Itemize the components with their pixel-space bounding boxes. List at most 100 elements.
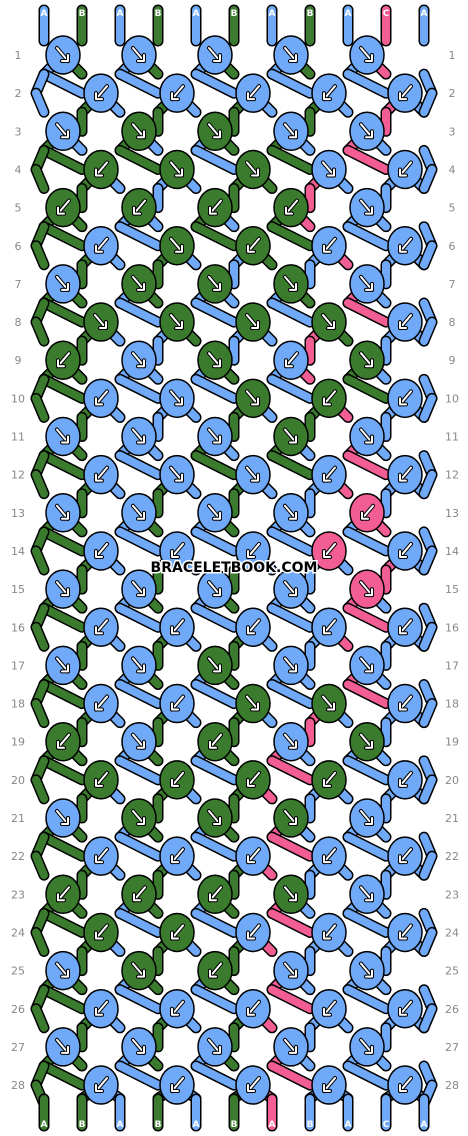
string-label-bottom: A [345, 1120, 352, 1130]
knot [45, 264, 81, 304]
strand [192, 756, 238, 784]
knot [273, 340, 309, 380]
strand [40, 375, 86, 403]
strand [40, 604, 86, 632]
row-label-right: 2 [449, 87, 456, 100]
row-label-left: 8 [15, 316, 22, 329]
knot [83, 607, 119, 647]
strand [344, 604, 390, 632]
knot [197, 416, 233, 457]
strand [268, 1061, 314, 1090]
row-label-right: 20 [445, 774, 459, 787]
string-label-bottom: B [231, 1120, 238, 1130]
knot [45, 645, 81, 686]
knot [159, 378, 195, 419]
knot [159, 531, 195, 571]
knot [273, 35, 309, 75]
edge-strand [32, 241, 48, 269]
row-label-right: 18 [445, 698, 459, 711]
knot [235, 454, 271, 495]
row-label-left: 2 [15, 87, 22, 100]
string-label-top: B [155, 9, 162, 19]
edge-strand [32, 699, 48, 727]
knot [273, 1027, 309, 1067]
knot [159, 683, 195, 724]
strand [40, 222, 86, 250]
knot [349, 1027, 385, 1067]
edge-strand [420, 165, 436, 193]
knot [387, 683, 423, 724]
edge-strand [420, 546, 436, 574]
edge-strand [420, 852, 436, 880]
strand [192, 375, 238, 403]
strand [192, 833, 238, 861]
knot [235, 378, 271, 419]
knot [273, 950, 309, 991]
knot [121, 35, 157, 75]
strand [116, 70, 162, 98]
strand [344, 680, 390, 708]
row-label-left: 16 [11, 621, 25, 634]
knot [45, 340, 81, 380]
strand [344, 451, 390, 479]
string-label-top: C [383, 9, 390, 19]
strand [268, 527, 314, 555]
knot [273, 111, 309, 152]
strand [268, 298, 314, 327]
row-label-left: 7 [15, 278, 22, 291]
row-label-left: 25 [11, 965, 25, 978]
knot [159, 149, 195, 190]
knot [121, 187, 157, 228]
strand [192, 909, 238, 937]
knot [83, 454, 119, 495]
strand [268, 909, 314, 937]
knot [349, 416, 385, 457]
edge-strand [32, 394, 48, 422]
knot [387, 378, 423, 419]
strand [116, 451, 162, 479]
strand [344, 756, 390, 784]
knot [387, 607, 423, 647]
strand [344, 146, 390, 174]
knot [349, 874, 385, 915]
strand [116, 375, 162, 403]
knot [387, 226, 423, 266]
row-label-left: 26 [11, 1003, 25, 1016]
strand [116, 985, 162, 1013]
row-label-left: 23 [11, 888, 25, 901]
row-label-left: 10 [11, 392, 25, 405]
row-label-left: 15 [11, 583, 25, 596]
row-label-left: 4 [15, 163, 22, 176]
knot [311, 607, 347, 647]
knot [311, 454, 347, 495]
string-label-bottom: A [117, 1120, 124, 1130]
knot [83, 149, 119, 190]
knot [235, 683, 271, 724]
strand [192, 451, 238, 479]
edge-strand [32, 165, 48, 193]
strand [268, 222, 314, 250]
row-label-right: 17 [445, 659, 459, 672]
knot [387, 989, 423, 1029]
knot [159, 989, 195, 1029]
knot [349, 721, 385, 762]
row-label-right: 27 [445, 1041, 459, 1054]
strand [116, 833, 162, 861]
strand [192, 298, 238, 327]
row-label-right: 6 [449, 240, 456, 253]
strand [344, 222, 390, 250]
knot [197, 721, 233, 762]
edge-strand [32, 546, 48, 574]
knot [159, 912, 195, 953]
strand [268, 451, 314, 479]
knot [83, 912, 119, 953]
knot [197, 1027, 233, 1067]
knot [45, 721, 81, 762]
strand [192, 985, 238, 1013]
knot [83, 683, 119, 724]
knot [311, 226, 347, 266]
strand [344, 298, 390, 327]
row-label-right: 13 [445, 507, 459, 520]
